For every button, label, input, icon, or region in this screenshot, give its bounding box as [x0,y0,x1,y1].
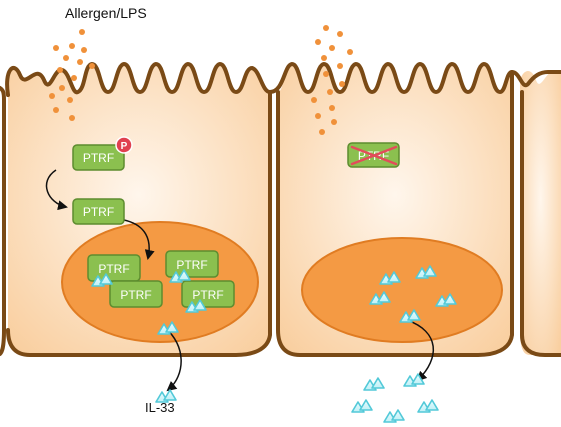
ptrf-phosphorylated: PTRF P [72,136,133,171]
allergen-particle-icon [53,45,59,51]
il33-triangle-pair-icon [155,389,177,403]
allergen-particle-icon [67,97,73,103]
il33-triangle-pair-icon [157,321,179,335]
allergen-particle-icon [327,89,333,95]
right-partial-membrane [510,70,561,88]
allergen-particle-icon [331,119,337,125]
allergen-particle-icon [49,93,55,99]
allergen-particle-icon [321,55,327,61]
right-cell-membrane [268,62,514,357]
ptrf-nuclear-2: PTRF [165,250,219,278]
cross-out-icon [350,145,398,166]
il33-triangle-pair-icon [369,291,391,305]
allergen-particle-icon [53,107,59,113]
allergen-particle-icon [339,81,345,87]
phospho-badge-icon: P [115,136,133,154]
allergen-particle-icon [319,129,325,135]
il33-triangle-pair-icon [363,377,385,391]
right-partial-cell [520,71,561,355]
right-partial-side [520,90,561,357]
il33-triangle-pair-icon [379,271,401,285]
il33-triangle-pair-icon [417,399,439,413]
ptrf-nuclear-3: PTRF [109,280,163,308]
ptrf-label: PTRF [176,258,207,272]
il33-triangle-pair-icon [435,293,457,307]
allergen-particle-icon [329,105,335,111]
arrow-il33-secretion-right [406,319,434,382]
il33-triangle-pair-icon [403,373,425,387]
ptrf-label: PTRF [192,288,223,302]
left-partial-membrane [0,86,6,356]
phospho-label: P [121,141,128,152]
allergen-particle-icon [315,39,321,45]
ptrf-label: PTRF [83,205,114,219]
allergen-particle-icon [323,71,329,77]
allergen-particle-icon [57,67,63,73]
arrow-ptrf-to-nucleus [123,219,155,260]
allergen-particle-icon [71,75,77,81]
allergen-particle-icon [63,55,69,61]
allergen-particle-icon [79,29,85,35]
allergen-particle-icon [69,115,75,121]
il33-triangle-pair-icon [415,265,437,279]
allergen-particle-icon [77,59,83,65]
arrow-ptrf-to-cytoplasm [45,169,68,211]
allergen-particle-icon [59,85,65,91]
ptrf-label: PTRF [120,288,151,302]
allergen-lps-label: Allergen/LPS [65,5,147,21]
ptrf-deleted: PTRF [347,142,400,168]
il33-triangle-pair-icon [91,273,113,287]
ptrf-label: PTRF [98,262,129,276]
allergen-particles [49,25,353,135]
allergen-particle-icon [315,113,321,119]
ptrf-nuclear-4: PTRF [181,280,235,308]
il33-triangle-pair-icon [185,299,207,313]
ptrf-cytoplasmic: PTRF [72,198,125,225]
allergen-particle-icon [329,45,335,51]
il33-triangle-pair-icon [169,269,191,283]
allergen-particle-icon [323,25,329,31]
allergen-particle-icon [311,97,317,103]
allergen-particle-icon [69,43,75,49]
il33-triangle-pair-icon [399,309,421,323]
right-nucleus [301,237,503,343]
allergen-particle-icon [81,47,87,53]
il33-molecules [91,265,457,423]
il33-triangle-pair-icon [383,409,405,423]
allergen-particle-icon [337,31,343,37]
il33-triangle-pair-icon [351,399,373,413]
ptrf-label: PTRF [83,151,114,165]
il33-label: IL-33 [145,400,175,415]
allergen-particle-icon [337,63,343,69]
allergen-particle-icon [347,49,353,55]
ptrf-nuclear-1: PTRF [87,254,141,282]
allergen-particle-icon [89,63,95,69]
